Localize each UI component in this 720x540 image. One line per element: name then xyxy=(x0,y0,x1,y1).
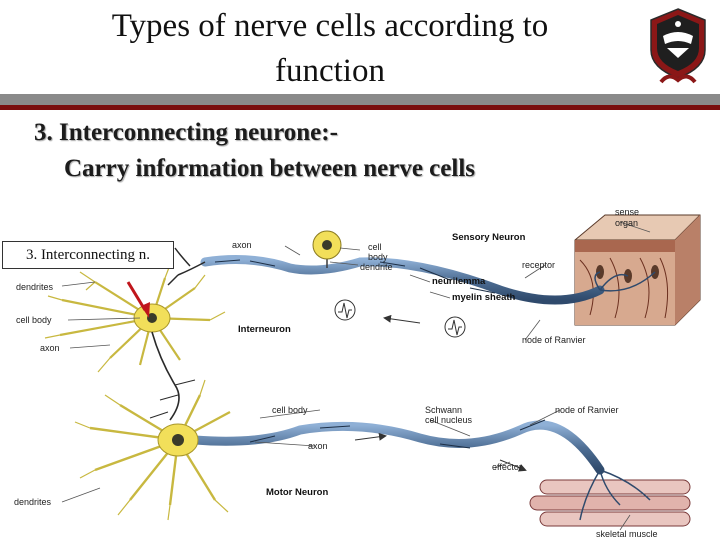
header-divider xyxy=(0,94,720,110)
label-interneuron: Interneuron xyxy=(238,324,291,335)
label-sense-organ-2: organ xyxy=(615,218,638,228)
label-sensory-neuron: Sensory Neuron xyxy=(452,232,526,243)
sensory-axon xyxy=(200,255,656,305)
interconnecting-callout: 3. Interconnecting n. xyxy=(2,241,174,269)
label-axon-motor: axon xyxy=(308,441,328,451)
label-cell-body-motor: cell body xyxy=(272,405,308,415)
title-line-2: function xyxy=(275,53,385,89)
label-neurilemma: neurilemma xyxy=(432,276,486,287)
label-skeletal-muscle: skeletal muscle xyxy=(596,529,658,539)
label-effector: effector xyxy=(492,462,522,472)
label-receptor: receptor xyxy=(522,260,555,270)
impulse-symbol-2 xyxy=(444,316,466,338)
label-sense-organ-1: sense xyxy=(615,207,639,217)
pointer-arrow xyxy=(126,281,150,318)
divider-grey xyxy=(0,94,720,105)
impulse-symbol-1 xyxy=(334,299,356,321)
section-description: Carry information between nerve cells xyxy=(64,155,475,182)
label-axon-left: axon xyxy=(40,343,60,353)
motor-axon xyxy=(190,419,605,475)
divider-red xyxy=(0,105,720,110)
direction-arrow-1 xyxy=(383,314,421,324)
sensory-cell-body xyxy=(312,230,342,268)
slide-title: Types of nerve cells according to functi… xyxy=(20,4,640,94)
label-cell-body-top-1: cell xyxy=(368,242,382,252)
sensory-terminal xyxy=(167,247,206,286)
interneuron xyxy=(44,264,226,421)
motor-cell-body xyxy=(74,379,231,521)
label-node-ranvier-1: node of Ranvier xyxy=(522,335,586,345)
label-dendrite: dendrite xyxy=(360,262,393,272)
direction-arrow-2 xyxy=(354,432,387,441)
label-axon-top: axon xyxy=(232,240,252,250)
title-line-1: Types of nerve cells according to xyxy=(111,8,549,44)
section-heading: 3. Interconnecting neurone:- xyxy=(34,119,338,146)
label-schwann-2: cell nucleus xyxy=(425,415,473,425)
label-cell-body-left: cell body xyxy=(16,315,52,325)
label-myelin-sheath: myelin sheath xyxy=(452,292,516,303)
label-motor-neuron: Motor Neuron xyxy=(266,487,328,498)
skin-block xyxy=(574,214,701,326)
neuron-diagram: sense organ Sensory Neuron axon cell bod… xyxy=(14,207,701,539)
skeletal-muscle xyxy=(529,469,691,527)
direction-arrow-3 xyxy=(499,459,527,472)
label-cell-body-top-2: body xyxy=(368,252,388,262)
university-logo xyxy=(643,6,713,86)
label-node-ranvier-2: node of Ranvier xyxy=(555,405,619,415)
label-dendrites-left: dendrites xyxy=(16,282,54,292)
label-dendrites-bottom: dendrites xyxy=(14,497,52,507)
leader-lines xyxy=(61,221,651,531)
label-schwann-1: Schwann xyxy=(425,405,462,415)
